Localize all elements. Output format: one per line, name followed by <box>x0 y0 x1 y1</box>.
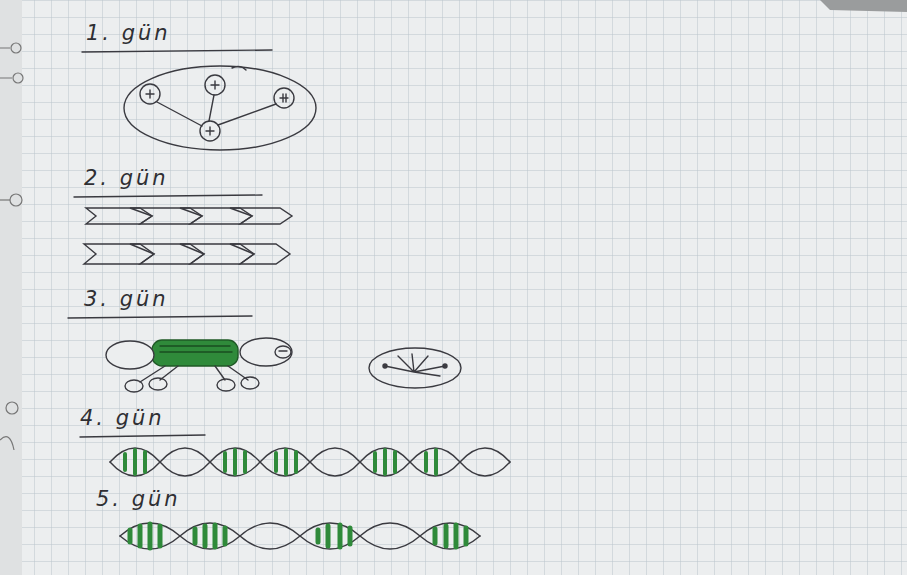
day-label: 3. gün <box>84 286 169 312</box>
dna-helix <box>120 523 480 549</box>
underline <box>82 50 272 52</box>
molecule-figure <box>106 338 292 392</box>
particles <box>140 75 294 141</box>
pencil-drawing <box>68 50 510 549</box>
cell-circle <box>124 66 316 150</box>
mark <box>232 66 246 70</box>
day-label: 5. gün <box>96 486 181 512</box>
day-label: 4. gün <box>80 405 165 431</box>
day-label: 1. gün <box>86 20 171 46</box>
underline <box>80 435 205 437</box>
corner-shadow <box>820 0 907 12</box>
small-cell <box>369 348 461 388</box>
grid-paper <box>22 0 907 575</box>
underline <box>74 195 262 197</box>
paper-edge <box>0 0 22 575</box>
binder-rings <box>0 43 23 450</box>
day-label: 2. gün <box>84 165 169 191</box>
dna-helix <box>110 448 510 476</box>
underline <box>68 316 252 318</box>
chevron-rows <box>84 208 292 264</box>
